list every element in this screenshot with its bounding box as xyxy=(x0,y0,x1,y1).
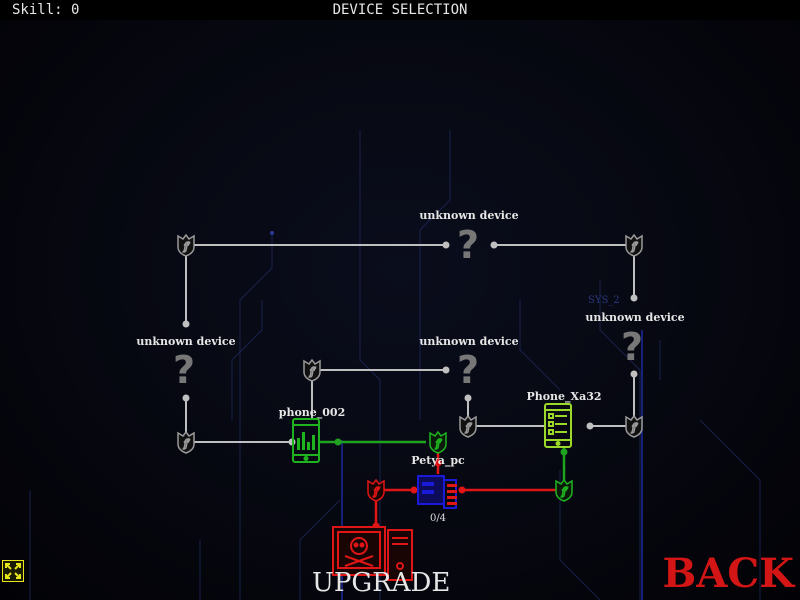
unknown-device-node[interactable]: unknown device ? xyxy=(419,335,518,392)
phone-xa32-node[interactable]: Phone_Xa32 xyxy=(526,390,602,448)
fullscreen-icon[interactable] xyxy=(2,560,24,582)
back-button[interactable]: BACK xyxy=(662,550,794,597)
skill-counter: Skill: 0 xyxy=(12,2,80,18)
screen-title: DEVICE SELECTION xyxy=(332,2,468,18)
unknown-device-icon: ? xyxy=(621,325,643,369)
unknown-device-icon: ? xyxy=(457,223,479,267)
petya-pc-progress: 0/4 xyxy=(430,513,446,524)
unknown-device-label: unknown device xyxy=(419,335,518,348)
unknown-device-node[interactable]: unknown device ? xyxy=(585,311,684,369)
phone-002-node[interactable]: phone_002 xyxy=(279,406,345,463)
phone-icon xyxy=(292,418,320,463)
phone-icon xyxy=(544,403,572,448)
unknown-device-node[interactable]: unknown device ? xyxy=(419,209,518,267)
upgrade-button[interactable]: UPGRADE xyxy=(312,568,451,598)
unknown-device-icon: ? xyxy=(173,348,195,392)
petya-pc-label: Petya_pc xyxy=(411,454,465,468)
unknown-device-node[interactable]: unknown device ? xyxy=(136,335,235,392)
top-bar: Skill: 0 DEVICE SELECTION xyxy=(0,0,800,20)
svg-text:SYS_2: SYS_2 xyxy=(588,295,620,306)
unknown-device-label: unknown device xyxy=(419,209,518,222)
unknown-device-label: unknown device xyxy=(585,311,684,324)
unknown-device-icon: ? xyxy=(457,348,479,392)
phone-xa32-label: Phone_Xa32 xyxy=(526,390,601,404)
server-icon xyxy=(417,475,457,509)
virus-computer-icon[interactable] xyxy=(332,526,413,581)
petya-pc-node[interactable]: Petya_pc 0/4 xyxy=(411,454,465,524)
unknown-device-label: unknown device xyxy=(136,335,235,348)
phone-002-label: phone_002 xyxy=(279,406,345,420)
